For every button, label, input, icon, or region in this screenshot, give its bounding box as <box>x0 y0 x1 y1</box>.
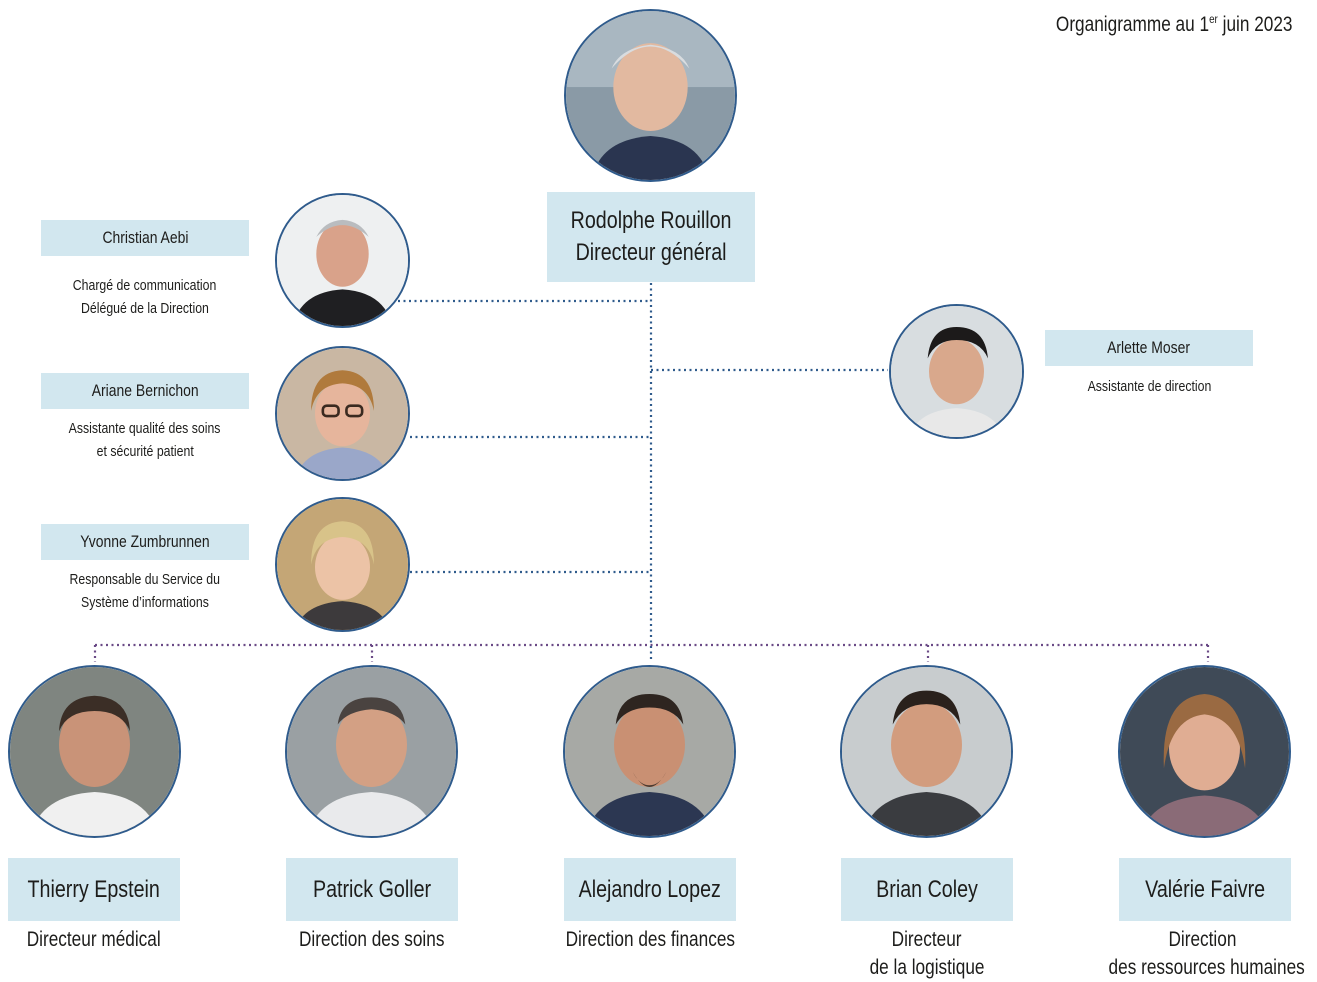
director-row-name: Valérie Faivre <box>1145 875 1265 903</box>
director-photo <box>564 9 737 182</box>
director-name-box: Valérie Faivre <box>1119 858 1291 921</box>
staff-photo-arlette <box>889 304 1024 439</box>
staff-photo-christian <box>275 193 410 328</box>
staff-description: Assistante de direction <box>1087 378 1211 395</box>
director-role: Direction des soins <box>299 928 445 951</box>
staff-name-box: Arlette Moser <box>1045 330 1253 366</box>
director-name-box: Brian Coley <box>841 858 1013 921</box>
director-name-box: Rodolphe Rouillon Directeur général <box>547 192 755 282</box>
staff-name-box: Yvonne Zumbrunnen <box>41 524 249 560</box>
director-photo-patrick <box>285 665 458 838</box>
director-row-name: Thierry Epstein <box>27 875 161 903</box>
director-name-box: Thierry Epstein <box>8 858 180 921</box>
director-photo-valerie <box>1118 665 1291 838</box>
director-name-box: Alejandro Lopez <box>564 858 736 921</box>
director-title: Directeur général <box>575 239 727 266</box>
director-role: Direction des finances <box>565 928 735 951</box>
staff-photo-yvonne <box>275 497 410 632</box>
director-photo-thierry <box>8 665 181 838</box>
director-role: Directeur médical <box>27 928 161 951</box>
staff-name-box: Ariane Bernichon <box>41 373 249 409</box>
director-name: Rodolphe Rouillon <box>570 207 732 234</box>
org-chart-date: Organigramme au 1er juin 2023 <box>1056 12 1293 36</box>
director-photo-brian <box>840 665 1013 838</box>
director-row-name: Patrick Goller <box>312 875 432 903</box>
director-photo-alejandro <box>563 665 736 838</box>
staff-name: Yvonne Zumbrunnen <box>80 532 210 551</box>
staff-name: Ariane Bernichon <box>91 381 199 400</box>
staff-name-box: Christian Aebi <box>41 220 249 256</box>
director-name-box: Patrick Goller <box>286 858 458 921</box>
director-row-name: Alejandro Lopez <box>578 875 722 903</box>
staff-name: Christian Aebi <box>101 228 188 247</box>
staff-name: Arlette Moser <box>1107 338 1191 357</box>
staff-photo-ariane <box>275 346 410 481</box>
director-row-name: Brian Coley <box>876 875 978 903</box>
